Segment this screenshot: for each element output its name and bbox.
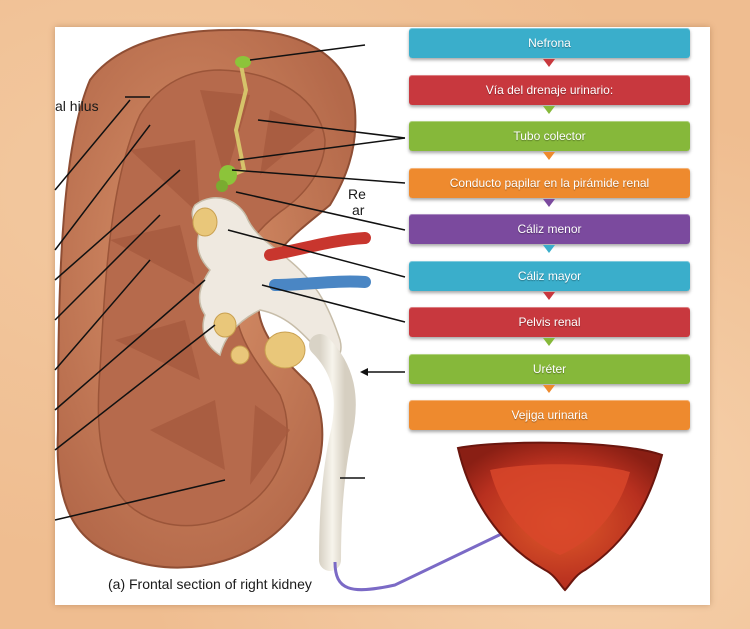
partial-label-ar: ar — [352, 202, 364, 218]
flow-arrow-6 — [543, 338, 555, 346]
flow-step-7: Uréter — [409, 354, 690, 384]
flow-step-3: Conducto papilar en la pirámide renal — [409, 168, 690, 198]
flow-step-0: Nefrona — [409, 28, 690, 58]
papillary-duct-tip — [216, 180, 228, 192]
flow-step-5: Cáliz mayor — [409, 261, 690, 291]
flow-arrow-5 — [543, 292, 555, 300]
renal-fat — [214, 313, 236, 337]
flow-step-2: Tubo colector — [409, 121, 690, 151]
flow-step-6: Pelvis renal — [409, 307, 690, 337]
flow-arrow-4 — [543, 245, 555, 253]
flow-arrow-0 — [543, 59, 555, 67]
renal-fat — [265, 332, 305, 368]
figure-caption: (a) Frontal section of right kidney — [108, 576, 312, 592]
ureter-link-line — [335, 525, 520, 590]
nephron-glomerulus — [235, 56, 251, 68]
ureter — [320, 345, 345, 560]
renal-fat — [193, 208, 217, 236]
flow-arrow-3 — [543, 199, 555, 207]
partial-label-re: Re — [348, 186, 366, 202]
flow-step-4: Cáliz menor — [409, 214, 690, 244]
renal-vein — [275, 282, 365, 285]
flow-arrow-1 — [543, 106, 555, 114]
hilus-label: al hilus — [55, 98, 99, 114]
flow-arrow-7 — [543, 385, 555, 393]
pointer-arrowhead — [360, 368, 368, 376]
flow-step-1: Vía del drenaje urinario: — [409, 75, 690, 105]
flow-step-8: Vejiga urinaria — [409, 400, 690, 430]
renal-fat — [231, 346, 249, 364]
flow-arrow-2 — [543, 152, 555, 160]
